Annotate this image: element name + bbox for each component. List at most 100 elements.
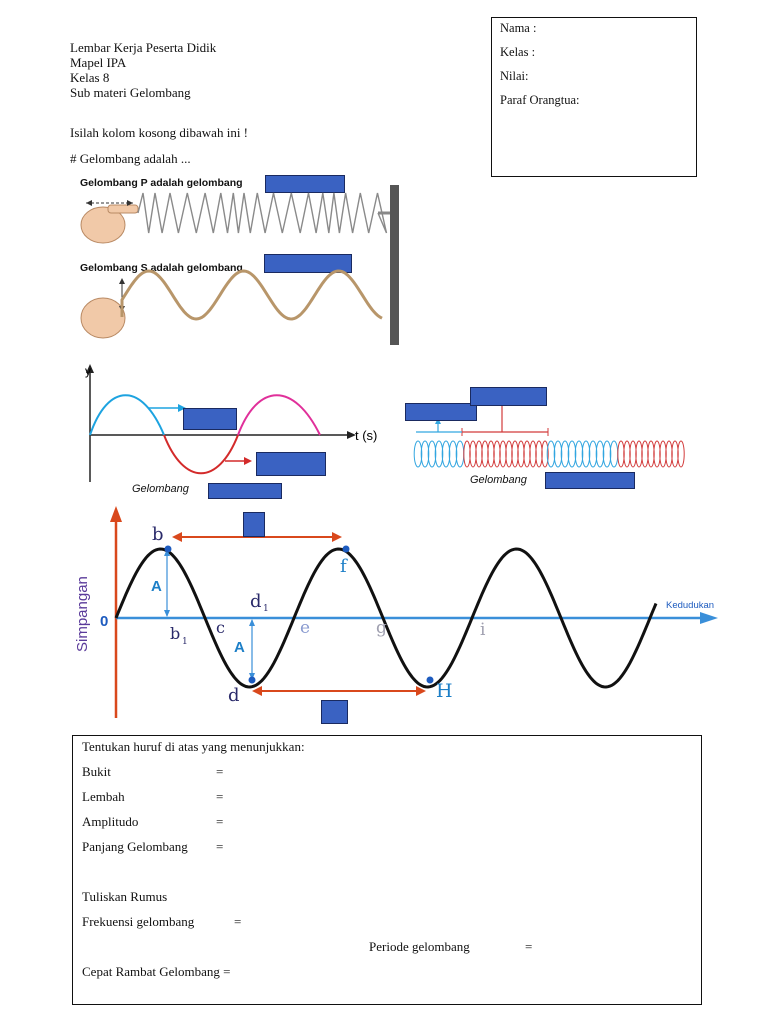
rarefaction-answer-blank[interactable] (405, 403, 477, 421)
amplitudo-equals: = (216, 814, 224, 829)
simpangan-label: Simpangan (74, 576, 91, 652)
spring-coil (588, 440, 598, 468)
s-wave-label: Gelombang S adalah gelombang (80, 262, 243, 274)
t-axis-label: t (s) (355, 428, 377, 443)
p-wave-answer-blank[interactable] (265, 175, 345, 193)
spring-coil (523, 440, 531, 468)
bukit-label: Bukit (82, 764, 111, 779)
bukit-equals: = (216, 764, 224, 779)
trough-curve (163, 434, 239, 475)
rumus-heading: Tuliskan Rumus (82, 889, 168, 904)
submaterial-line: Sub materi Gelombang (70, 85, 191, 100)
spring-coil (541, 440, 549, 468)
p-wave-label: Gelombang P adalah gelombang (80, 177, 243, 189)
s-wave-answer-blank[interactable] (264, 254, 352, 273)
question-box: Tentukan huruf di atas yang menunjukkan:… (72, 735, 702, 1005)
worksheet-title: Lembar Kerja Peserta Didik (70, 40, 217, 55)
spring-coil (413, 440, 423, 468)
spring-coil (617, 440, 625, 468)
trough-answer-blank[interactable] (256, 452, 326, 476)
cepat-rambat-label: Cepat Rambat Gelombang = (82, 964, 231, 979)
y-axis-label: y (85, 364, 91, 378)
spring-coil (659, 440, 667, 468)
transverse-wave-graph: y t (s) (85, 364, 377, 482)
spring-coil (560, 440, 570, 468)
letter-g: g (376, 618, 387, 638)
spring-coil (441, 440, 451, 468)
amplitude-label-top: A (151, 578, 162, 595)
spring-coil (623, 440, 631, 468)
lembah-label: Lembah (82, 789, 125, 804)
letter-d1-subscript: 1 (263, 604, 269, 614)
spring-coil (487, 440, 495, 468)
wave-rope (120, 269, 383, 321)
spring-coil (463, 440, 471, 468)
spring-coil (602, 440, 612, 468)
spring-coil (635, 440, 643, 468)
spring-coil (469, 440, 477, 468)
spring-coil (546, 440, 556, 468)
spring-coil (434, 440, 444, 468)
wall (390, 185, 399, 345)
coiled-spring (137, 192, 388, 234)
hand-icon-top (80, 200, 139, 244)
longitudinal-spring-diagram (413, 402, 685, 468)
student-identity-box: Nama : Kelas : Nilai: Paraf Orangtua: (491, 17, 697, 177)
crest-answer-blank[interactable] (183, 408, 237, 430)
amplitude-label-bottom: A (234, 639, 245, 656)
spring-coil (493, 440, 501, 468)
transverse-type-blank[interactable] (208, 483, 282, 499)
lembah-equals: = (216, 789, 224, 804)
question-intro: Tentukan huruf di atas yang menunjukkan: (82, 739, 305, 754)
subject-line: Mapel IPA (70, 55, 127, 70)
amplitudo-label: Amplitudo (82, 814, 139, 829)
frekuensi-label: Frekuensi gelombang (82, 914, 195, 929)
origin-label: 0 (100, 613, 108, 630)
periode-equals: = (525, 939, 533, 954)
periode-label: Periode gelombang (369, 939, 470, 954)
spring-coil (499, 440, 507, 468)
spring-coil (574, 440, 584, 468)
wave-parts-diagram: b b 1 c d d 1 e f g H i A A 0 Kedudukan … (74, 506, 718, 718)
spring-coil (505, 440, 513, 468)
nama-field-label: Nama : (500, 21, 537, 35)
wavelength-top-blank[interactable] (243, 512, 265, 537)
spring-coil (511, 440, 519, 468)
frekuensi-equals: = (234, 914, 242, 929)
sine-wave (114, 547, 658, 689)
spring-coil (677, 440, 685, 468)
spring-coil (581, 440, 591, 468)
compression-rarefaction-coils (413, 440, 685, 468)
kelas-field-label: Kelas : (500, 45, 536, 59)
letter-e: e (300, 618, 310, 638)
spring-coil (475, 440, 483, 468)
letter-c: c (216, 618, 225, 637)
spring-coil (448, 440, 458, 468)
spring-coil (420, 440, 430, 468)
letter-f: f (340, 556, 348, 577)
crest-curve (89, 394, 165, 436)
letter-i: i (480, 620, 486, 640)
hand-icon-bottom (80, 278, 126, 339)
compression-answer-blank[interactable] (470, 387, 547, 406)
longitudinal-caption: Gelombang (470, 474, 527, 486)
letter-d: d (228, 685, 240, 706)
definition-prompt: # Gelombang adalah ... (70, 151, 191, 166)
spring-coil (529, 440, 537, 468)
class-line: Kelas 8 (70, 70, 110, 85)
transverse-caption: Gelombang (132, 483, 189, 495)
spring-coil (427, 440, 437, 468)
letter-d1: d (250, 591, 262, 612)
letter-b: b (152, 524, 164, 545)
spring-coil (455, 440, 465, 468)
longitudinal-type-blank[interactable] (545, 472, 635, 489)
spring-coil (665, 440, 673, 468)
second-crest-curve (237, 394, 321, 436)
spring-coil (553, 440, 563, 468)
spring-coil (517, 440, 525, 468)
spring-coil (653, 440, 661, 468)
spring-coil (629, 440, 637, 468)
instruction-text: Isilah kolom kosong dibawah ini ! (70, 125, 249, 140)
kedudukan-label: Kedudukan (666, 600, 714, 611)
wavelength-bottom-blank[interactable] (321, 700, 348, 724)
